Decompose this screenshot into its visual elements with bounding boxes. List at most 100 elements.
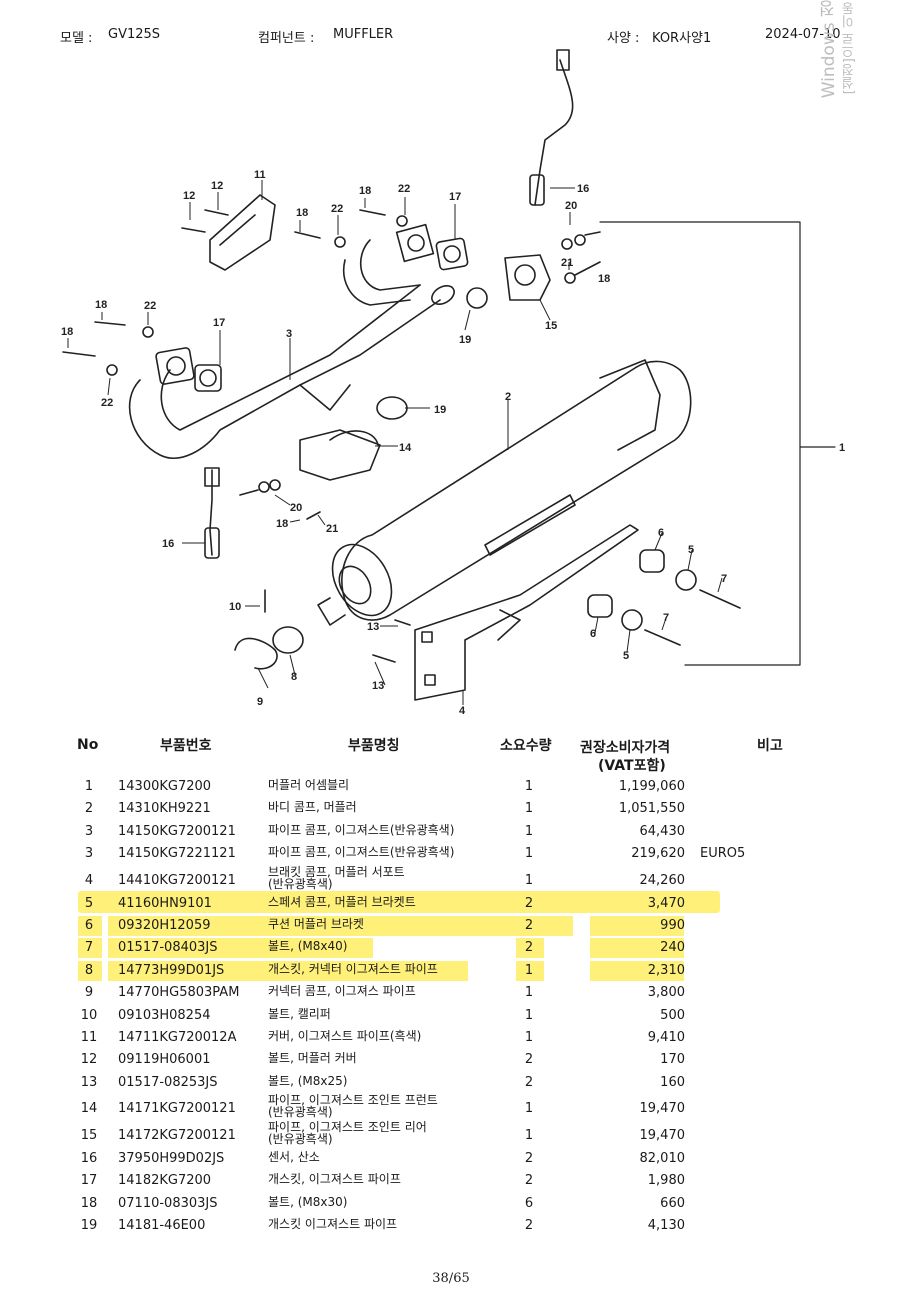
muffler-body: [317, 359, 692, 626]
spec-label: 사양 :: [607, 31, 640, 46]
highlight-main: [108, 915, 573, 936]
component-value: MUFFLER: [333, 27, 394, 42]
callout-2: 2: [505, 391, 511, 403]
row-price: 9,410: [647, 1029, 685, 1045]
row-name: 센서, 산소: [268, 1150, 320, 1165]
callout-6b: 6: [590, 628, 596, 640]
row-name: 바디 콤프, 머플러: [268, 800, 357, 815]
row-qty: 2: [524, 917, 534, 933]
row-qty: 1: [524, 846, 534, 862]
row-price: 19,470: [639, 1101, 686, 1117]
row-part-no: 09103H08254: [118, 1007, 211, 1023]
table-row: 11 14711KG720012A 커버, 이그져스트 파이프(흑색) 1 9,…: [0, 1027, 902, 1049]
row-price: 3,470: [647, 895, 685, 911]
highlight-qty: [516, 960, 544, 981]
callout-13b: 13: [372, 680, 384, 692]
callout-14: 14: [399, 442, 412, 454]
row-price: 82,010: [639, 1151, 686, 1167]
table-row: 1 14300KG7200 머플러 어셈블리 1 1,199,060: [0, 776, 902, 798]
exhaust-pipes: [128, 239, 455, 459]
row-part-no: 14182KG7200: [118, 1173, 212, 1189]
highlight-band: [78, 890, 720, 913]
row-name: 볼트, 머플러 커버: [268, 1051, 357, 1066]
row-name: 파이프, 이그져스트 조인트 프런트 (반유광흑색): [268, 1093, 438, 1120]
row-part-no: 01517-08403JS: [118, 940, 218, 956]
callout-8: 8: [291, 671, 297, 683]
callout-18f: 18: [276, 518, 288, 530]
row-qty: 1: [524, 779, 534, 794]
oxygen-sensor-top: [529, 49, 574, 206]
row-name: 개스킷, 커넥터 이그져스트 파이프: [268, 961, 438, 976]
row-name: 볼트, 캘리퍼: [268, 1006, 331, 1021]
row-no: 17: [80, 1173, 98, 1189]
callout-21a: 21: [561, 257, 573, 269]
row-part-no: 14181-46E00: [118, 1218, 206, 1234]
row-qty: 2: [524, 1074, 534, 1090]
row-price: 1,051,550: [618, 801, 685, 817]
date: 2024-07-10: [765, 27, 841, 42]
row-no: 11: [80, 1029, 98, 1045]
row-qty: 2: [524, 940, 534, 956]
row-part-no: 14150KG7221121: [118, 846, 236, 862]
row-qty: 2: [524, 1151, 534, 1167]
callout-1: 1: [839, 442, 845, 454]
row-name: 파이프 콤프, 이그져스트(반유광흑색): [268, 845, 455, 860]
row-no: 2: [84, 801, 94, 817]
callout-22b: 22: [331, 203, 343, 215]
table-row: 18 07110-08303JS 볼트, (M8x30) 6 660: [0, 1193, 902, 1215]
spec-value: KOR사양1: [652, 31, 712, 46]
component-label: 컴퍼넌트 :: [258, 31, 315, 46]
row-price: 64,430: [639, 823, 686, 839]
row-no: 18: [80, 1195, 98, 1211]
lower-flanges: [155, 347, 222, 392]
row-no: 16: [80, 1151, 98, 1167]
highlight-main: [108, 938, 373, 959]
callout-6a: 6: [658, 527, 664, 539]
row-name: 볼트, (M8x40): [268, 939, 348, 954]
pipe-cover: [209, 194, 276, 271]
muffler-exploded-diagram: 1 2 3 4 5 5 6 6 7 7 8 9 10 11 12 12 13 1…: [61, 49, 845, 717]
col-name: 부품명칭: [348, 738, 400, 754]
highlight-price: [590, 915, 684, 936]
row-no: 19: [80, 1218, 98, 1234]
table-row: 3 14150KG7221121 파이프 콤프, 이그져스트(반유광흑색) 1 …: [0, 843, 902, 865]
callout-21b: 21: [326, 523, 338, 535]
row-part-no: 37950H99D02JS: [118, 1151, 225, 1167]
row-name: 스페셔 콤프, 머플러 브라켓트: [268, 894, 416, 909]
callout-7b: 7: [663, 612, 669, 624]
row-note: EURO5: [700, 846, 746, 862]
row-part-no: 14310KH9221: [118, 801, 211, 817]
row-name: 볼트, (M8x25): [268, 1073, 348, 1088]
table-row-highlighted: 6 09320H12059 쿠션 머플러 브라켓 2 990: [0, 915, 902, 937]
table-row: 13 01517-08253JS 볼트, (M8x25) 2 160: [0, 1072, 902, 1094]
callout-12b: 12: [183, 190, 195, 202]
table-row: 19 14181-46E00 개스킷 이그져스트 파이프 2 4,130: [0, 1215, 902, 1237]
hardware: [62, 209, 741, 670]
row-part-no: 14410KG7200121: [118, 872, 236, 888]
row-no: 10: [80, 1007, 98, 1023]
callout-18c: 18: [598, 273, 610, 285]
callout-19a: 19: [434, 404, 446, 416]
callout-17b: 17: [213, 317, 225, 329]
row-name: 쿠션 머플러 브라켓: [268, 916, 364, 931]
table-row-highlighted: 8 14773H99D01JS 개스킷, 커넥터 이그져스트 파이프 1 2,3…: [0, 960, 902, 982]
callout-10: 10: [229, 601, 241, 613]
row-part-no: 07110-08303JS: [118, 1195, 218, 1211]
model-label: 모델 :: [60, 31, 93, 46]
highlight-qty: [516, 938, 544, 959]
row-qty: 1: [524, 1029, 534, 1045]
row-part-no: 14171KG7200121: [118, 1101, 236, 1117]
row-name: 브래킷 콤프, 머플러 서포트 (반유광흑색): [268, 864, 405, 891]
row-price: 170: [660, 1052, 685, 1068]
row-qty: 6: [524, 1195, 534, 1211]
row-part-no: 14172KG7200121: [118, 1128, 236, 1144]
row-part-no: 01517-08253JS: [118, 1074, 218, 1090]
callout-7a: 7: [721, 573, 727, 585]
callout-9: 9: [257, 696, 263, 708]
row-price: 3,800: [647, 985, 685, 1001]
callout-5b: 5: [623, 650, 629, 662]
row-name: 머플러 어셈블리: [268, 778, 350, 792]
row-price: 660: [660, 1195, 685, 1211]
highlight-no: [78, 960, 102, 981]
row-name: 개스킷, 이그져스트 파이프: [268, 1172, 401, 1187]
